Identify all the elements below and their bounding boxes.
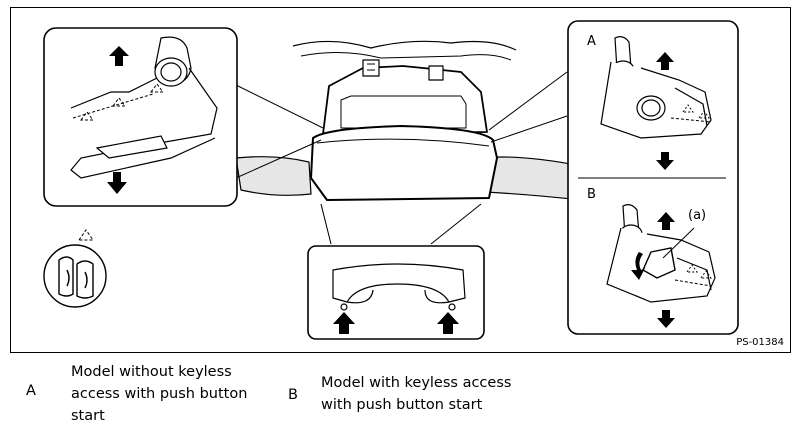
figure-code: PS-01384 [736,337,784,348]
part-drawing-a [600,36,712,139]
callout-label: (a) [688,208,707,223]
legend-line: Model without keyless [71,364,232,380]
arrow-down-icon [656,152,674,170]
detail-panel-upper-left [43,27,238,207]
legend-line: Model with keyless access [321,375,512,391]
rotate-arrow-icon [631,252,645,280]
part-drawing-b [606,204,716,303]
column-cover-assembly [235,40,582,201]
arrow-down-icon [657,310,675,328]
legend-line: start [71,408,105,424]
detail-panel-right [567,20,739,335]
legend-key: A [26,383,36,399]
legend-item-a: A Model without keyless access with push… [26,361,286,431]
arrow-up-icon [656,52,674,70]
detail-leader-lines [235,71,568,245]
legend-item-b: B Model with keyless access with push bu… [276,372,556,422]
steering-column-cover-illustration [43,20,739,340]
legend-description: Model with keyless access with push butt… [321,372,511,416]
legend-description: Model without keyless access with push b… [71,361,247,427]
arrow-down-icon [107,172,127,194]
legend-line: access with push button [71,386,248,402]
illustration-frame: A B (a) PS-01384 [10,7,791,353]
legend-key: B [288,387,298,403]
panel-label-b: B [587,187,596,202]
detail-panel-lower-center [307,245,485,340]
panel-label-a: A [587,34,596,49]
arrow-up-icon [437,312,459,334]
arrow-up-icon [657,212,675,230]
arrow-up-icon [109,46,129,66]
arrow-up-icon [333,312,355,334]
claw-detail-inset [43,229,107,308]
legend-line: with push button start [321,397,483,413]
